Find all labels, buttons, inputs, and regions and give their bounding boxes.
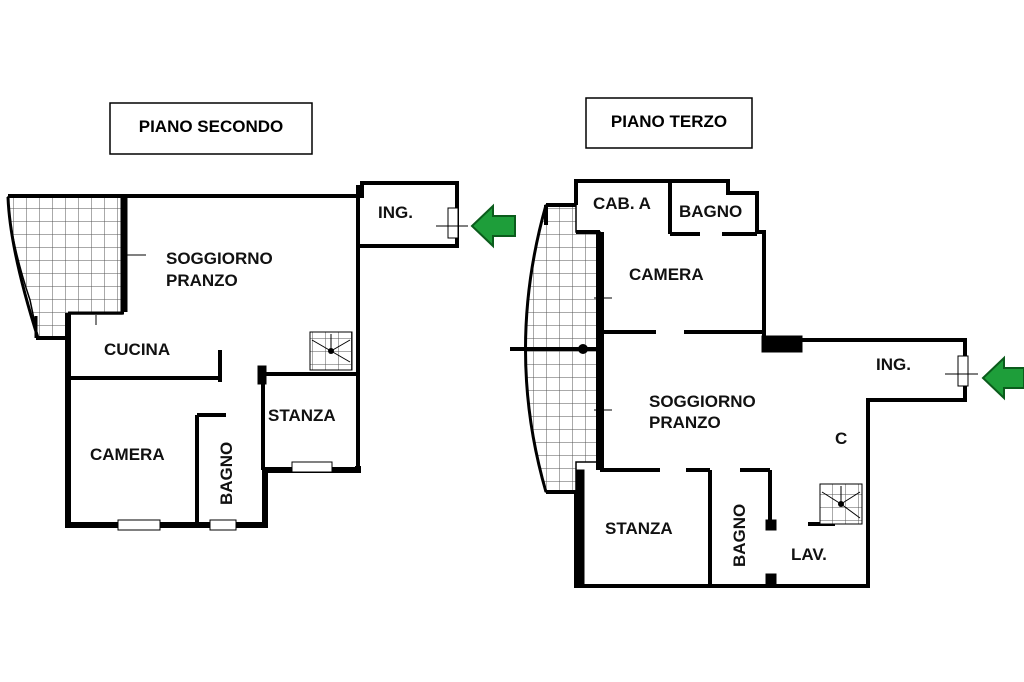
floor-second-title-box: PIANO SECONDO — [109, 102, 313, 155]
label-bagno-top-third: BAGNO — [679, 202, 742, 221]
label-cucina-second: CUCINA — [104, 340, 170, 359]
label-stanza-second: STANZA — [268, 406, 336, 425]
floor-third-title-box: PIANO TERZO — [585, 97, 753, 149]
floor-second-stairs-icon — [309, 331, 353, 371]
label-camera-second: CAMERA — [90, 445, 165, 464]
label-cab-a-third: CAB. A — [593, 194, 651, 213]
floor-second-title: PIANO SECONDO — [139, 117, 284, 136]
label-stanza-third: STANZA — [605, 519, 673, 538]
floor-third-walls — [544, 179, 978, 588]
label-pranzo-third: PRANZO — [649, 413, 721, 432]
label-camera-third: CAMERA — [629, 265, 704, 284]
label-ing-third: ING. — [876, 355, 911, 374]
floor-third-stairs-icon — [819, 483, 863, 525]
floor-second-entrance-arrow-icon — [470, 203, 516, 249]
floor-third-title: PIANO TERZO — [611, 112, 727, 131]
floor-third: PIANO TERZO — [510, 97, 1024, 588]
floor-third-entrance-arrow-icon — [981, 355, 1024, 401]
label-c-third: C — [835, 429, 847, 448]
label-soggiorno-second: SOGGIORNO — [166, 249, 273, 268]
label-soggiorno-third: SOGGIORNO — [649, 392, 756, 411]
label-pranzo-second: PRANZO — [166, 271, 238, 290]
floor-second-walls — [8, 181, 468, 531]
floor-third-terrace — [510, 204, 601, 493]
label-ing-second: ING. — [378, 203, 413, 222]
floor-second: PIANO SECONDO — [6, 102, 516, 531]
label-bagno-second: BAGNO — [217, 442, 236, 505]
label-lav-third: LAV. — [791, 545, 827, 564]
label-bagno-bottom-third: BAGNO — [730, 504, 749, 567]
